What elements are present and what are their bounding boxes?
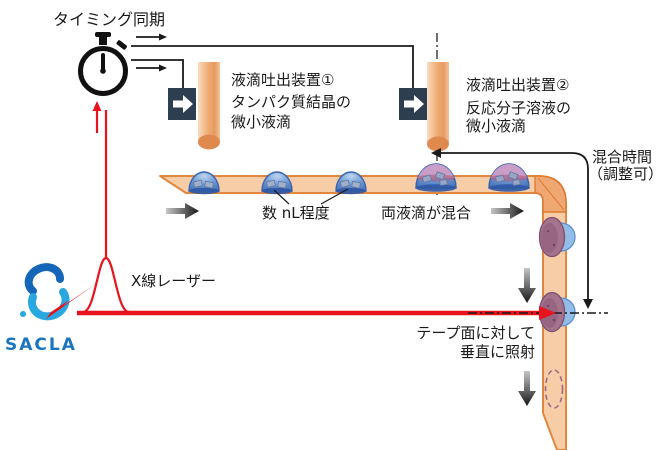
irradiation-label-line2: 垂直に照射 (459, 343, 535, 361)
laser-pulse (82, 101, 130, 314)
dispenser2-desc-line2: 微小液滴 (466, 117, 527, 135)
stopwatch-icon (78, 32, 128, 96)
tape-direction-arrows (166, 203, 536, 406)
dispenser2-title: 液滴吐出装置② (466, 76, 570, 94)
xray-laser-beam (77, 306, 608, 320)
dispenser1-desc-line1: タンパク質結晶の (231, 93, 352, 111)
dispenser2-nozzle (427, 62, 449, 152)
xray-laser-label: X線レーザー (131, 272, 216, 290)
dispenser1-trigger-box (168, 88, 196, 120)
dispenser2-desc-line1: 反応分子溶液の (466, 99, 572, 117)
sacla-logo-icon (18, 263, 97, 334)
irradiation-label-line1: テープ面に対して (416, 324, 535, 342)
volume-pointer-lines (273, 188, 349, 205)
dispenser2-trigger-box (399, 88, 427, 120)
droplet-side-1 (538, 216, 576, 258)
droplet-mixed-2 (488, 162, 530, 192)
mixing-time-label-line1: 混合時間 (592, 148, 653, 166)
sync-signal-arrows (136, 33, 167, 72)
droplet-mixed-1 (415, 162, 457, 192)
irradiation-label: テープ面に対して 垂直に照射 (393, 324, 535, 362)
sacla-logo-text: SACLA (5, 335, 77, 355)
tape (159, 175, 567, 450)
mixing-time-arrow (431, 148, 593, 309)
droplet-volume-label: 数 nL程度 (262, 204, 330, 222)
right-arrow-icon (173, 95, 193, 113)
dispenser1-nozzle (198, 62, 220, 150)
mixing-time-label-line2: （調整可） (588, 165, 664, 183)
timing-sync-label: タイミング同期 (53, 10, 166, 29)
droplet-ghost-outline (544, 369, 564, 409)
dispenser1-title: 液滴吐出装置① (231, 71, 335, 89)
droplets-mixing-label: 両液滴が混合 (381, 204, 472, 222)
dispenser1-desc-line2: 微小液滴 (231, 113, 292, 131)
sync-wires (131, 45, 414, 88)
right-arrow-icon (404, 95, 424, 113)
